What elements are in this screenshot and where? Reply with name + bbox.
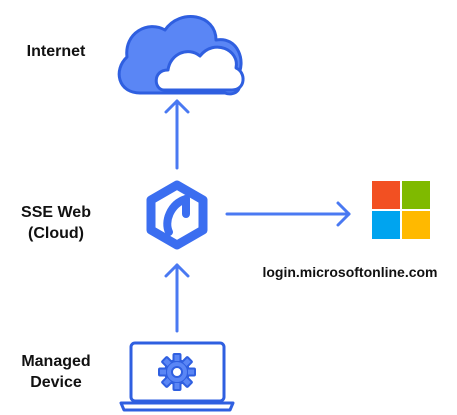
login-url-label: login.microsoftonline.com — [262, 264, 438, 280]
internet-label: Internet — [26, 43, 86, 60]
managed-device-label-line2: Device — [30, 374, 82, 391]
cloud-icon — [117, 15, 245, 96]
sse-web-label-line2: (Cloud) — [28, 225, 84, 242]
arrow-device-to-sse — [164, 263, 190, 333]
arrow-sse-to-internet — [164, 99, 190, 170]
arrow-sse-to-login — [225, 201, 351, 227]
managed-device-label-line1: Managed — [21, 353, 91, 370]
gear-icon — [158, 353, 196, 391]
sse-web-label: SSE Web (Cloud) — [8, 202, 104, 244]
sse-web-hexagon-icon — [146, 180, 208, 250]
managed-device-label: Managed Device — [8, 351, 104, 393]
sse-web-label-line1: SSE Web — [21, 204, 91, 221]
microsoft-logo-icon — [372, 181, 430, 239]
laptop-gear-icon — [119, 341, 235, 412]
